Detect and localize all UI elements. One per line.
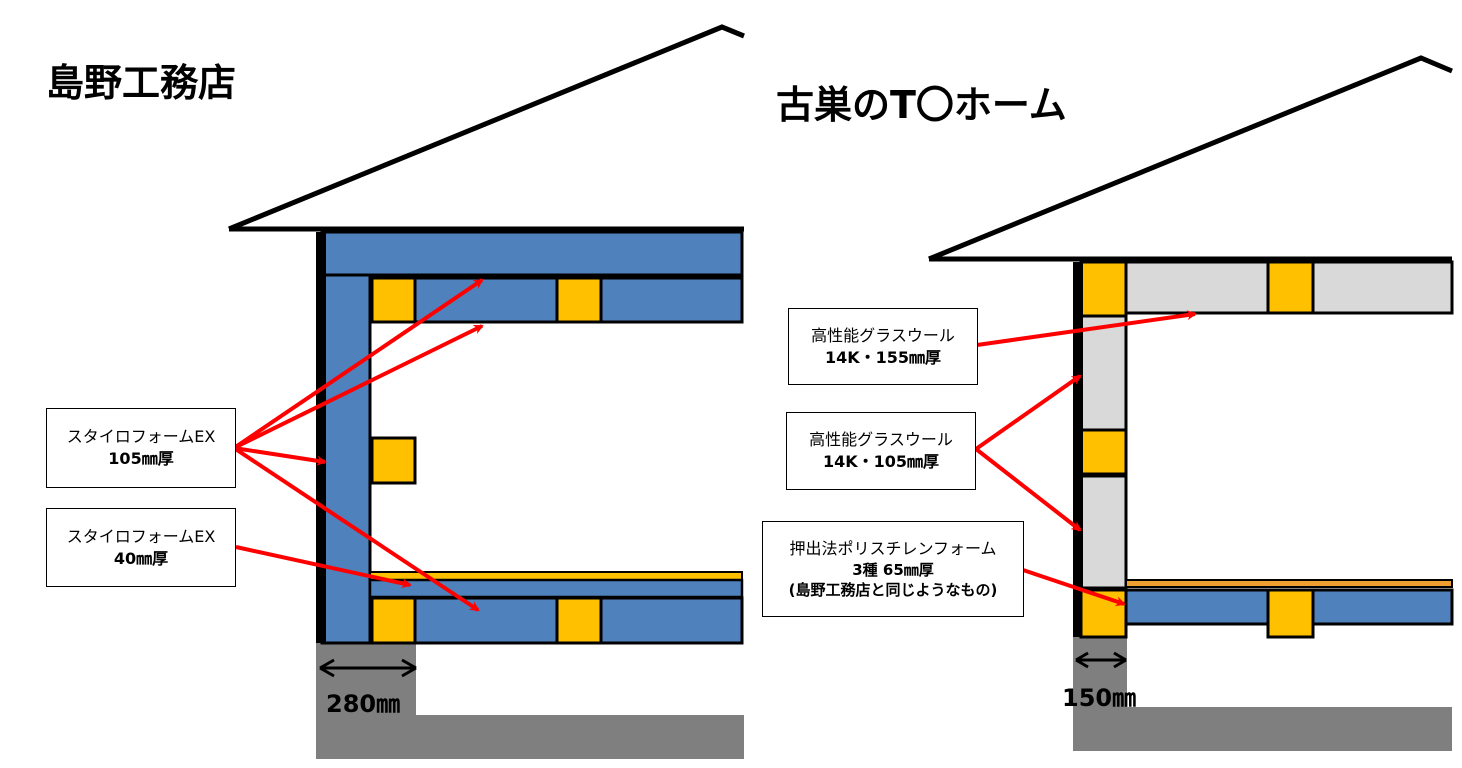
- left-arrow-to-ceiling-lower: [233, 324, 484, 450]
- right-dimension-label: 150㎜: [1062, 684, 1137, 712]
- right-dimension-arrowhead-left: [1075, 651, 1089, 669]
- right-arrow-to-floor: [1022, 568, 1126, 607]
- left-arrow-to-wall: [233, 446, 327, 466]
- right-label-floor-material: 押出法ポリスチレンフォーム: [789, 538, 997, 558]
- left-exterior-wall: [316, 232, 326, 643]
- left-title: 島野工務店: [46, 61, 237, 105]
- right-ceiling-stud-1: [1079, 260, 1128, 318]
- right-ceiling-stud-2: [1266, 260, 1315, 315]
- right-wall-wool-lower: [1079, 474, 1128, 590]
- right-foundation: [1073, 637, 1127, 709]
- left-roof: [228, 24, 745, 232]
- right-floor-stud-2: [1266, 588, 1315, 639]
- right-arrow-to-ceiling: [976, 310, 1197, 347]
- right-dimension-arrowhead-right: [1113, 651, 1127, 669]
- right-red-arrows: [974, 310, 1197, 607]
- left-label-floor-thickness: 40㎜厚: [113, 548, 169, 568]
- left-red-arrows: [232, 278, 484, 612]
- left-floor-stud-2: [555, 596, 603, 645]
- right-foundation-slab: [1073, 707, 1452, 751]
- right-label-floor-note: (島野工務店と同じようなもの): [788, 580, 998, 599]
- right-floor-board: [1125, 579, 1453, 588]
- left-dimension-label: 280㎜: [326, 690, 401, 718]
- right-house-section: [928, 55, 1454, 751]
- right-arrow-to-wall-upper: [974, 374, 1082, 451]
- left-label-wall-roof-thickness: 105㎜厚: [108, 449, 174, 468]
- left-ceiling-stud-1: [370, 276, 417, 324]
- right-label-ceiling: 高性能グラスウール 14K・155㎜厚: [788, 308, 978, 385]
- left-dimension-arrowhead-right: [401, 658, 417, 678]
- left-wall-foam: [320, 273, 372, 645]
- left-label-wall-roof-material: スタイロフォームEX: [66, 427, 216, 447]
- left-arrow-to-floor-thin: [235, 545, 412, 589]
- right-label-floor: 押出法ポリスチレンフォーム 3種 65㎜厚 (島野工務店と同じようなもの): [762, 521, 1024, 617]
- right-label-wall-thickness: 14K・105㎜厚: [822, 452, 940, 471]
- right-label-wall: 高性能グラスウール 14K・105㎜厚: [786, 412, 976, 490]
- left-ceiling-foam-top: [320, 230, 744, 277]
- left-house-section: [228, 24, 745, 759]
- left-floor-foam-thin: [368, 578, 744, 599]
- left-dimension-arrowhead-left: [319, 658, 335, 678]
- left-label-floor-material: スタイロフォームEX: [66, 526, 216, 546]
- left-foundation-slab: [316, 715, 744, 759]
- right-roof: [928, 55, 1453, 262]
- left-label-floor: スタイロフォームEX 40㎜厚: [46, 508, 236, 587]
- left-arrow-to-floor-foam: [232, 446, 480, 612]
- left-foundation: [316, 643, 416, 717]
- right-label-ceiling-thickness: 14K・155㎜厚: [824, 347, 942, 367]
- right-title: 古巣のT〇ホーム: [776, 83, 1067, 127]
- left-floor-stud-1: [370, 596, 417, 645]
- right-arrow-to-wall-lower: [974, 447, 1082, 532]
- right-label-floor-thickness: 3種 65㎜厚: [852, 560, 934, 579]
- left-wall-stud: [370, 436, 417, 485]
- left-label-wall-roof: スタイロフォームEX 105㎜厚: [46, 408, 236, 488]
- right-wall-wool-upper: [1079, 314, 1128, 432]
- left-ceiling-stud-2: [555, 276, 603, 324]
- right-label-wall-material: 高性能グラスウール: [809, 430, 953, 450]
- right-label-ceiling-material: 高性能グラスウール: [811, 325, 955, 345]
- right-wall-stud: [1079, 428, 1128, 476]
- left-arrow-to-ceiling-top: [232, 278, 484, 450]
- right-exterior-wall: [1073, 262, 1083, 637]
